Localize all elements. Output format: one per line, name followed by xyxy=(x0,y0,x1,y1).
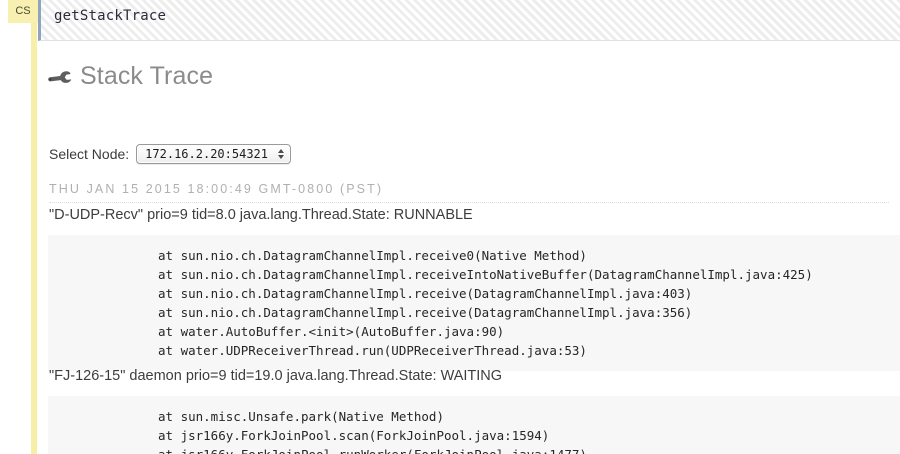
thread-header: "D-UDP-Recv" prio=9 tid=8.0 java.lang.Th… xyxy=(49,207,473,223)
page-title: Stack Trace xyxy=(48,62,213,91)
cell-accent-rail xyxy=(31,0,37,454)
stack-trace-block: at sun.nio.ch.DatagramChannelImpl.receiv… xyxy=(48,235,900,371)
stack-frame: at sun.misc.Unsafe.park(Native Method) xyxy=(158,409,444,424)
thread-header: "FJ-126-15" daemon prio=9 tid=19.0 java.… xyxy=(49,368,503,384)
timestamp: THU JAN 15 2015 18:00:49 GMT-0800 (PST) xyxy=(49,182,889,203)
stack-frame: at sun.nio.ch.DatagramChannelImpl.receiv… xyxy=(158,286,693,301)
stack-frame: at jsr166y.ForkJoinPool.scan(ForkJoinPoo… xyxy=(158,428,550,443)
select-node-dropdown[interactable]: 172.16.2.20:54321 xyxy=(136,144,291,164)
stack-frame: at water.AutoBuffer.<init>(AutoBuffer.ja… xyxy=(158,324,505,339)
stack-frame: at sun.nio.ch.DatagramChannelImpl.receiv… xyxy=(158,305,693,320)
page-title-text: Stack Trace xyxy=(80,62,214,90)
stack-frame: at water.UDPReceiverThread.run(UDPReceiv… xyxy=(158,343,587,358)
wrench-icon xyxy=(48,65,74,91)
stack-frame: at sun.nio.ch.DatagramChannelImpl.receiv… xyxy=(158,248,587,263)
select-node-label: Select Node: xyxy=(49,146,130,162)
prompt-header[interactable]: getStackTrace xyxy=(38,0,900,41)
cell-type-badge[interactable]: CS xyxy=(8,0,38,23)
stack-frame: at jsr166y.ForkJoinPool.runWorker(ForkJo… xyxy=(48,445,900,454)
select-node-value: 172.16.2.20:54321 xyxy=(145,147,268,161)
node-selector-row: Select Node: 172.16.2.20:54321 xyxy=(49,144,291,164)
stack-frame: at sun.nio.ch.DatagramChannelImpl.receiv… xyxy=(158,267,813,282)
stack-trace-block: at sun.misc.Unsafe.park(Native Method) at… xyxy=(48,396,900,454)
chevron-updown-icon xyxy=(278,149,284,159)
prompt-input[interactable]: getStackTrace xyxy=(54,8,167,24)
cell-output: Stack Trace Select Node: 172.16.2.20:543… xyxy=(38,41,900,454)
